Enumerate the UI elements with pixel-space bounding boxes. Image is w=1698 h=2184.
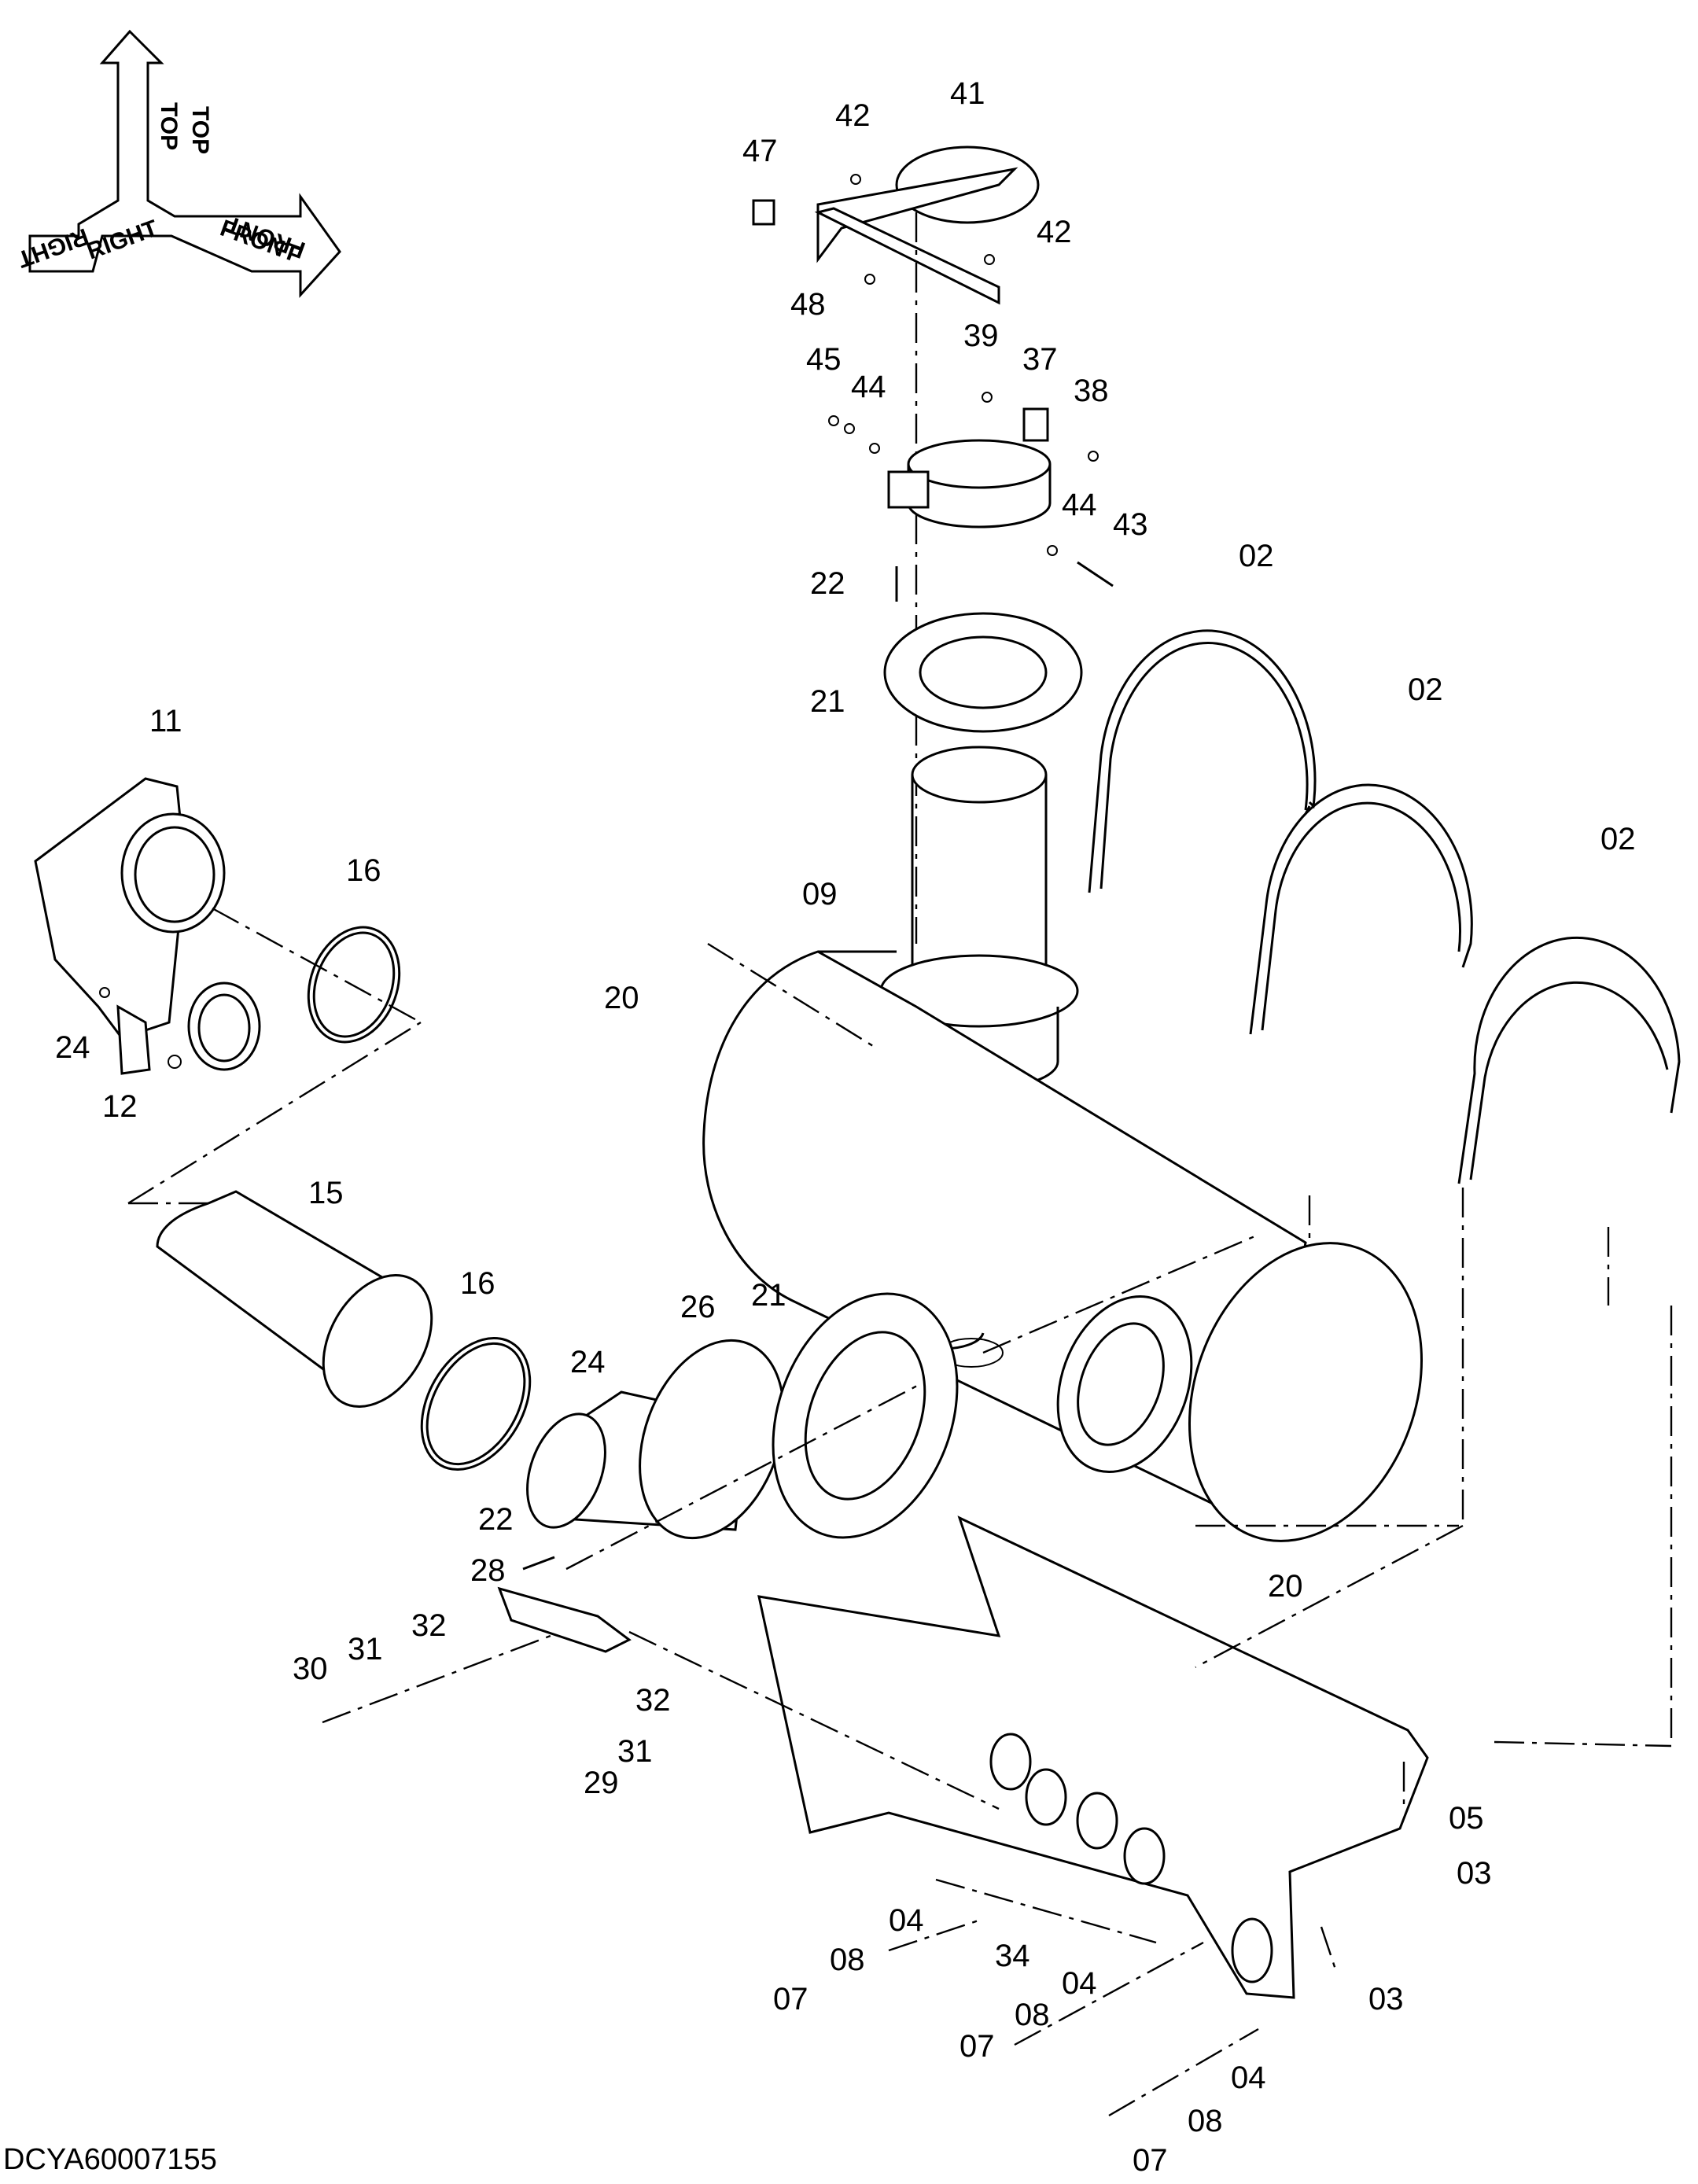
callout-47: 47	[742, 134, 778, 168]
bracket-frame	[757, 1516, 1429, 1999]
callout-31: 31	[617, 1734, 653, 1769]
callout-24: 24	[570, 1345, 606, 1379]
orientation-indicator: TOP TOP RIGHT RIGHT FRONT FRONT	[14, 29, 341, 298]
callout-28: 28	[470, 1553, 506, 1588]
alignment-lines	[127, 907, 1673, 2117]
callout-02: 02	[1408, 672, 1443, 707]
callout-08: 08	[1188, 2104, 1223, 2138]
muffler-end-cap	[1188, 1242, 1423, 1542]
callout-07: 07	[1133, 2143, 1168, 2178]
rubber-stopper	[752, 199, 775, 226]
callout-16: 16	[460, 1266, 495, 1301]
callout-32: 32	[635, 1683, 671, 1718]
callout-08: 08	[1015, 1998, 1050, 2032]
inlet-elbow-assembly	[34, 777, 401, 1075]
callout-31: 31	[348, 1632, 383, 1667]
callout-20: 20	[1268, 1569, 1303, 1604]
callout-48: 48	[790, 287, 826, 322]
callout-37: 37	[1022, 342, 1058, 377]
callout-04: 04	[1062, 1966, 1097, 2001]
callout-42: 42	[835, 98, 871, 133]
callout-45: 45	[806, 342, 842, 377]
callout-24: 24	[55, 1030, 90, 1065]
callout-09: 09	[802, 877, 838, 912]
callout-38: 38	[1074, 374, 1109, 408]
muffler-body	[702, 950, 1423, 1542]
callout-34: 34	[995, 1939, 1030, 1973]
callout-12: 12	[102, 1089, 138, 1124]
callout-02: 02	[1239, 539, 1274, 573]
orientation-top-label-2: TOP	[187, 106, 213, 154]
callout-30: 30	[293, 1652, 328, 1686]
callout-43: 43	[1113, 507, 1148, 542]
u-bolts	[1088, 629, 1681, 1184]
callout-03: 03	[1368, 1982, 1404, 2016]
orientation-top-label: TOP	[156, 102, 182, 150]
bracket-28	[497, 1586, 632, 1653]
mounting-bracket	[757, 1516, 1429, 1999]
callout-41: 41	[950, 76, 985, 111]
callout-07: 07	[773, 1982, 808, 2016]
callout-44: 44	[1062, 488, 1097, 522]
callout-02: 02	[1600, 822, 1636, 856]
callout-21: 21	[810, 684, 845, 719]
clamp-band-assembly	[828, 392, 1114, 587]
drawing-code: DCYA60007155	[3, 2143, 217, 2176]
rain-cap-assembly	[752, 145, 1040, 944]
callout-44: 44	[851, 370, 886, 404]
callout-22: 22	[810, 566, 845, 601]
callout-07: 07	[959, 2029, 995, 2064]
callout-04: 04	[1231, 2061, 1266, 2095]
callout-04: 04	[889, 1903, 924, 1938]
callout-39: 39	[963, 319, 999, 353]
callout-16: 16	[346, 853, 381, 888]
callout-26: 26	[680, 1290, 716, 1324]
callout-21: 21	[751, 1278, 786, 1313]
callout-42: 42	[1037, 215, 1072, 249]
callout-20: 20	[604, 981, 639, 1015]
callout-22: 22	[478, 1502, 514, 1537]
lower-pipe-assembly	[156, 1190, 959, 1653]
callout-03: 03	[1457, 1856, 1492, 1891]
callout-32: 32	[411, 1608, 447, 1643]
bolt-22-side	[522, 1556, 555, 1571]
callout-15: 15	[308, 1176, 344, 1210]
callout-05: 05	[1449, 1801, 1484, 1836]
callout-11: 11	[149, 704, 182, 738]
callout-labels: 47 42 41 42 48 45 44 39 37 38 44 43 22 2…	[55, 76, 1636, 2178]
callout-29: 29	[584, 1766, 619, 1800]
callout-08: 08	[830, 1943, 865, 1977]
